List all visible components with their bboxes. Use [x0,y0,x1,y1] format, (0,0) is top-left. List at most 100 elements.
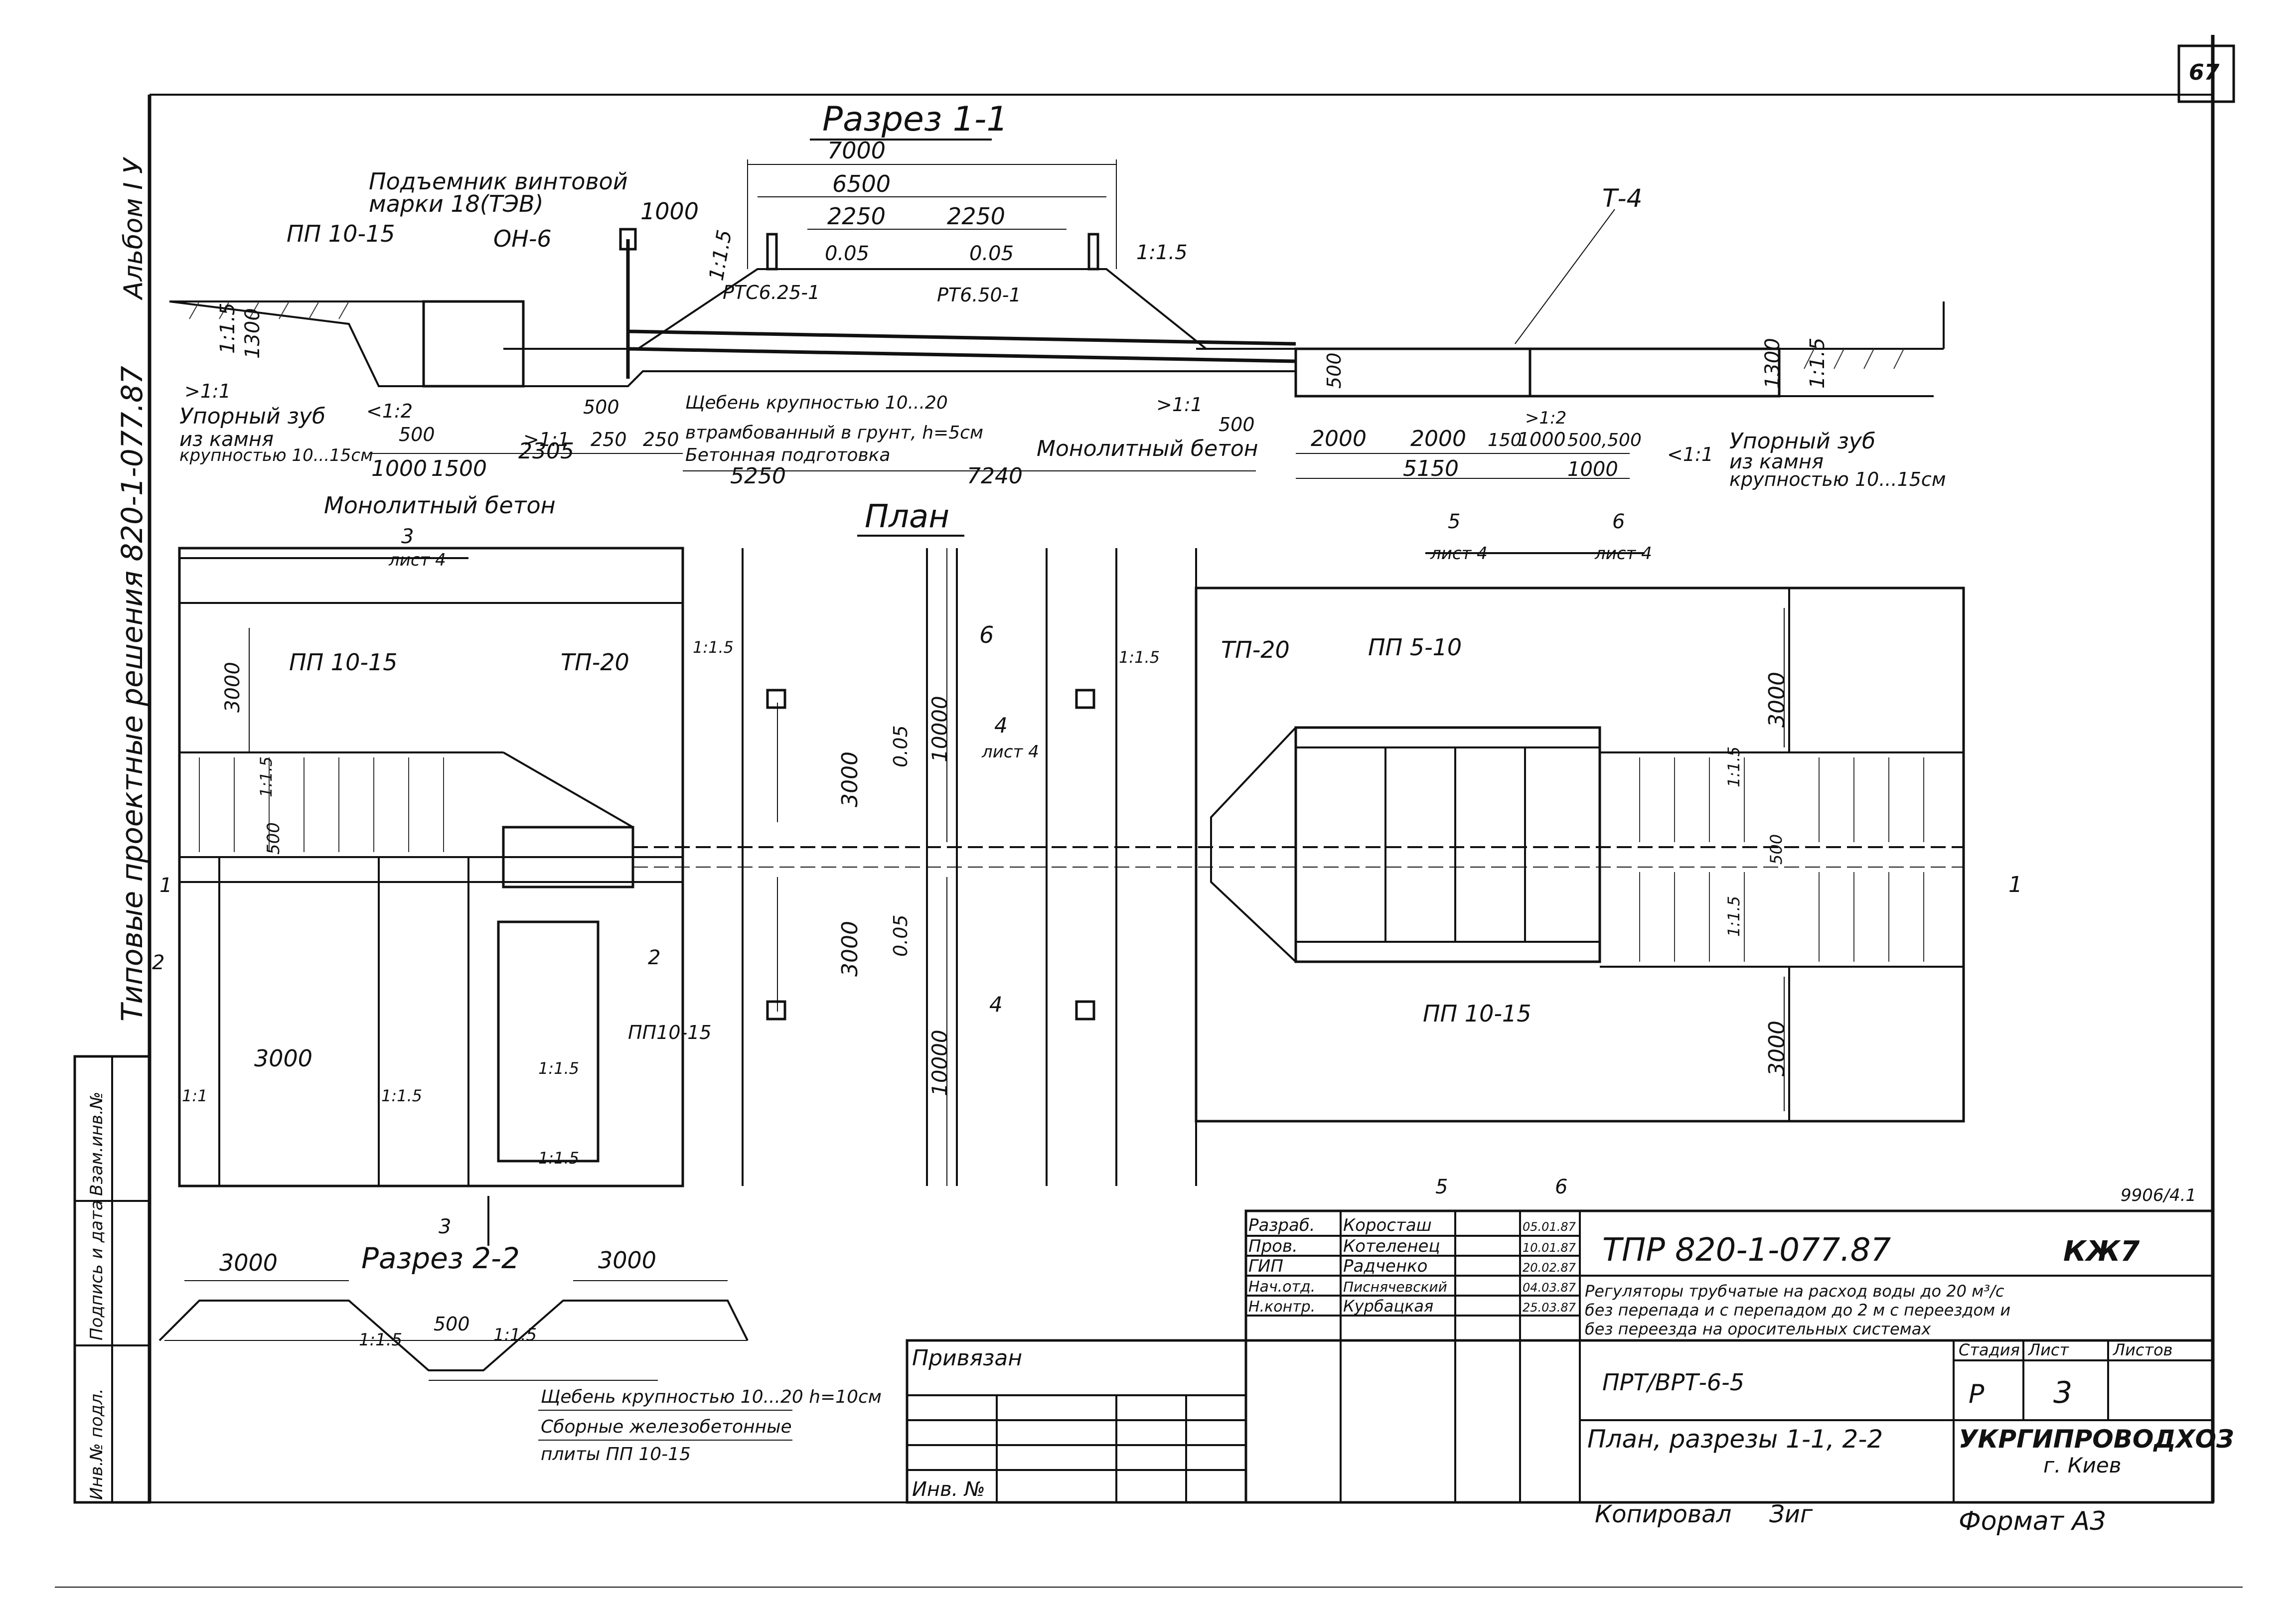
dim-500-b: 500 [583,396,619,418]
section-2-2-geometry [158,1280,792,1441]
cut-6-sheet: лист 4 [1594,544,1652,564]
stamp-inv: Инв.№ подл. [87,1388,107,1500]
stamp-code: 9906/4.1 [2121,1185,2196,1205]
sheet-header: Лист [2028,1340,2069,1359]
copied-label: Копировал [1595,1500,1731,1528]
organization: УКРГИПРОВОДХОЗ [1959,1425,2234,1454]
stage-header: Стадия [1959,1340,2020,1359]
pp-1015-plan-b: ПП10-15 [628,1022,712,1043]
stage-value: Р [1969,1379,1985,1409]
dim-6500: 6500 [832,170,891,197]
dim-2250-a: 2250 [827,203,886,230]
monolithic-concrete-left: Монолитный бетон [324,492,556,519]
pp-1015-plan-c: ПП 10-15 [1423,1000,1531,1027]
s22-note-3: плиты ПП 10-15 [541,1444,691,1465]
dim-1000-c: 1000 [1567,458,1618,481]
cut-3-bottom: 3 [439,1215,451,1238]
dim-10000-plan-a: 10000 [927,696,952,762]
cut-3-label: 3 [401,525,414,548]
role-1: Пров. [1248,1236,1298,1256]
rts-625-label: РТС6.25-1 [723,282,820,303]
cut-3-sheet: лист 4 [388,550,446,570]
slope-plan-1-1: 1:1 [182,1086,208,1105]
dim-2000-b: 2000 [1410,426,1466,451]
slope-1-1-b: >1:1 [523,429,570,450]
organization-city: г. Киев [2043,1453,2121,1477]
name-1: Котеленец [1343,1236,1440,1256]
cut-4-label: 4 [994,713,1008,737]
date-1: 10.01.87 [1523,1241,1576,1255]
stop-tooth-left-3: крупностью 10...15см [179,445,373,465]
cut-6-bottom: 6 [1555,1176,1567,1198]
name-4: Курбацкая [1343,1297,1433,1316]
stamp-replace: Взам.инв.№ [87,1092,107,1196]
cut-5-sheet: лист 4 [1430,544,1488,564]
pp-510-plan: ПП 5-10 [1368,634,1462,661]
cut-6-label: 6 [1612,510,1625,533]
role-0: Разраб. [1248,1215,1315,1235]
title-block-grid [906,1209,2214,1504]
series-caption: Типовые проектные решения 820-1-077.87 [115,366,149,1022]
dim-250: 250 [591,429,627,450]
role-3: Нач.отд. [1248,1278,1315,1296]
sheets-header: Листов [2113,1340,2173,1359]
lift-label: Подъемник винтовой [369,168,628,195]
dim-1500: 1500 [431,456,487,481]
inv-number-label: Инв. № [912,1478,985,1501]
dim-7240: 7240 [967,463,1023,489]
dim-500-plan-b: 500 [1767,834,1786,865]
stop-tooth-right-3: крупностью 10...15см [1729,468,1946,490]
name-2: Радченко [1343,1256,1427,1276]
description-line-2: без перепада и с перепадом до 2 м с пере… [1585,1301,2010,1320]
slope-005-b: 0.05 [969,242,1014,265]
cut-5-bottom: 5 [1435,1176,1448,1198]
description-line-3: без переезда на оросительных системах [1585,1320,1931,1338]
slope-plan-b: 1:1.5 [1119,648,1160,667]
dim-1300-a: 1300 [241,308,264,359]
page-number: 67 [2189,60,2220,85]
dim-2000-a: 2000 [1311,426,1367,451]
dim-7000: 7000 [827,137,886,164]
s22-dim-3000-b: 3000 [598,1247,656,1274]
cut-5-label: 5 [1448,510,1460,533]
slope-1-1-d: <1:1 [1667,443,1713,465]
slope-1-15-c: 1:1.5 [216,302,239,354]
slope-plan-e: 1:1.5 [1724,896,1743,937]
slope-plan-h: 1:1.5 [538,1149,579,1168]
slope-005-plan-b: 0.05 [890,914,912,957]
date-0: 05.01.87 [1523,1220,1576,1234]
slope-plan-f: 1:1.5 [381,1086,422,1105]
on-6-label: ОН-6 [493,225,552,252]
plan-geometry [178,547,1965,1246]
slope-1-15-d: 1:1.5 [1806,337,1829,389]
dim-500-c: 500 [1219,414,1255,436]
document-code: ТПР 820-1-077.87 [1602,1232,1891,1269]
dim-500-a: 500 [399,424,435,445]
rt-650-label: РТ6.50-1 [937,284,1021,306]
stop-tooth-right-1: Упорный зуб [1729,429,1875,454]
slope-plan-g: 1:1.5 [538,1059,579,1078]
format-label: Формат А3 [1959,1506,2106,1536]
role-2: ГИП [1248,1256,1283,1276]
slope-1-1-c: >1:1 [1156,394,1203,416]
section-1-1-title: Разрез 1-1 [822,100,1008,139]
date-3: 04.03.87 [1523,1281,1576,1295]
plan-title: План [865,498,949,535]
dim-3000-plan-a: 3000 [221,662,244,713]
dim-1000-b: 1000 [1518,429,1566,450]
dim-10000-plan-b: 10000 [927,1030,952,1096]
slope-plan-c: 1:1.5 [257,756,276,797]
slope-005-plan-a: 0.05 [890,725,912,767]
stop-tooth-left-1: Упорный зуб [179,404,325,429]
cut-4-sheet: лист 4 [981,742,1039,762]
dim-1000-a: 1000 [371,456,427,481]
dim-500-plan-a: 500 [264,822,284,855]
lift-mark-label: марки 18(ТЭВ) [369,190,544,217]
type-code: ПРТ/ВРТ-6-5 [1602,1369,1744,1396]
s22-slope-b: 1:1.5 [493,1325,537,1345]
slope-1-15-a: 1:1.5 [705,228,737,283]
tp-20-plan-a: ТП-20 [561,649,629,676]
dim-3000-plan-b: 3000 [254,1045,312,1072]
sheet-number: 3 [2053,1375,2072,1410]
pp-1015-section-label: ПП 10-15 [287,220,395,247]
